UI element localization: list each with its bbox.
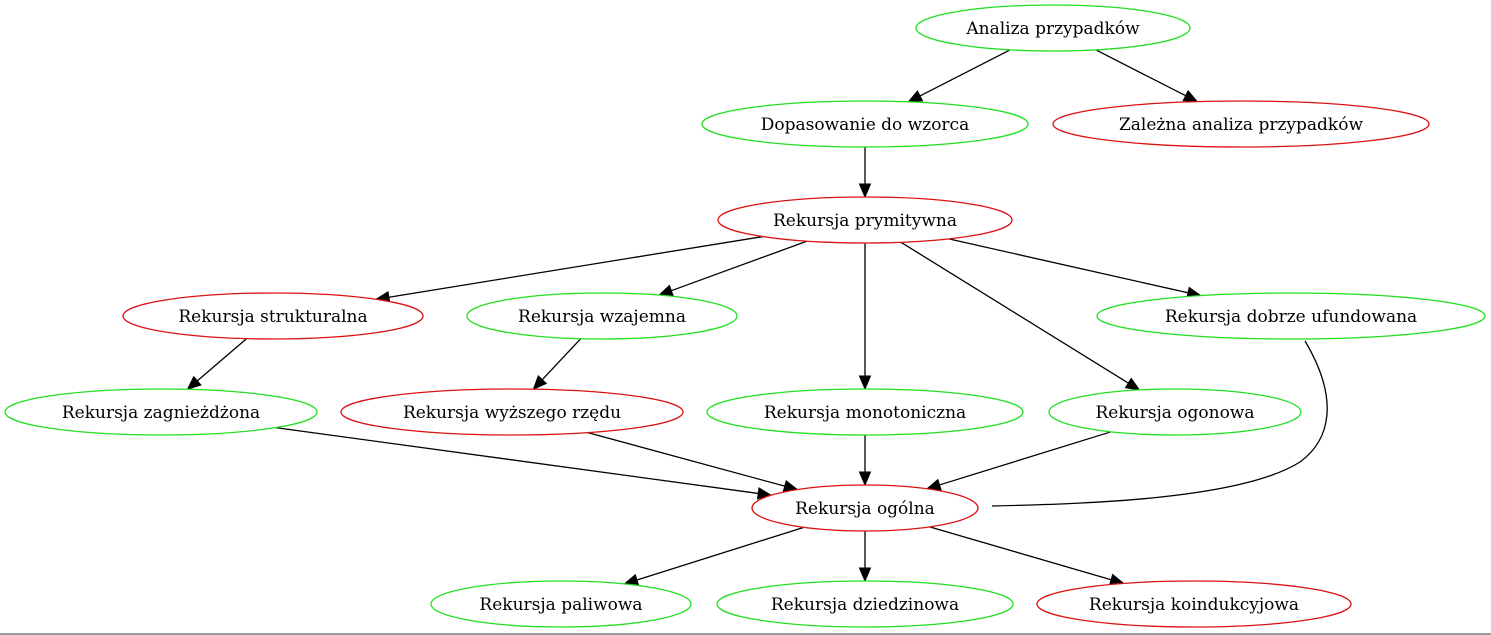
edge-prymitywna-to-wzajemna-arrowhead: [657, 284, 674, 297]
node-dobrze-ellipse: [1096, 292, 1486, 340]
edge-prymitywna-to-ogonowa-arrowhead: [1124, 377, 1141, 391]
node-strukturalna: Rekursja strukturalna: [122, 292, 424, 340]
node-ogonowa-label: Rekursja ogonowa: [1096, 403, 1255, 423]
edge-prymitywna-to-monotoniczna: [858, 243, 872, 391]
node-wyzszego-label: Rekursja wyższego rzędu: [403, 403, 621, 423]
node-dobrze: Rekursja dobrze ufundowana: [1096, 292, 1486, 340]
node-wzajemna: Rekursja wzajemna: [466, 292, 738, 340]
edge-prymitywna-to-wzajemna-line: [671, 240, 808, 292]
edge-strukturalna-to-zagniezdzona-arrowhead: [186, 375, 202, 391]
edge-prymitywna-to-strukturalna: [374, 235, 764, 304]
bottom-rule: [0, 633, 1491, 635]
edge-monotoniczna-to-ogolna: [858, 435, 872, 487]
edge-wzajemna-to-wyzszego-line: [541, 338, 582, 381]
node-dopasowanie-label: Dopasowanie do wzorca: [761, 115, 969, 135]
node-prymitywna-label: Rekursja prymitywna: [773, 211, 957, 231]
node-zagniezdzona: Rekursja zagnieżdżona: [4, 388, 318, 436]
edge-prymitywna-to-dobrze: [948, 238, 1202, 299]
node-analiza: Analiza przypadków: [915, 4, 1191, 52]
node-zagniezdzona-label: Rekursja zagnieżdżona: [62, 403, 260, 423]
edge-strukturalna-to-zagniezdzona-line: [196, 338, 248, 382]
node-zagniezdzona-ellipse: [4, 388, 318, 436]
node-ogolna-label: Rekursja ogólna: [795, 499, 935, 519]
edge-analiza-to-dopasowanie-arrowhead: [907, 90, 924, 103]
node-koindukcyjna-ellipse: [1036, 580, 1352, 628]
edge-zagniezdzona-to-ogolna: [275, 426, 773, 500]
edge-wyzszego-to-ogolna: [587, 431, 799, 493]
edge-wzajemna-to-wyzszego-arrowhead: [532, 375, 548, 391]
node-dziedzinowa-label: Rekursja dziedzinowa: [771, 595, 959, 615]
edge-analiza-to-dopasowanie: [907, 49, 1011, 103]
edge-ogolna-to-dziedzinowa: [858, 531, 872, 583]
node-ogonowa-ellipse: [1048, 388, 1302, 436]
node-analiza-label: Analiza przypadków: [965, 19, 1140, 39]
edge-dobrze-to-ogolna-line: [991, 340, 1328, 507]
edge-ogolna-to-dziedzinowa-arrowhead: [858, 567, 872, 583]
node-dziedzinowa: Rekursja dziedzinowa: [716, 580, 1014, 628]
edge-prymitywna-to-ogonowa: [900, 241, 1141, 391]
node-monotoniczna-ellipse: [706, 388, 1024, 436]
node-analiza-ellipse: [915, 4, 1191, 52]
edge-ogonowa-to-ogolna: [925, 431, 1112, 491]
node-dopasowanie-ellipse: [701, 100, 1029, 148]
edge-ogolna-to-koindukcyjna-line: [929, 526, 1112, 581]
edge-strukturalna-to-zagniezdzona: [186, 338, 248, 391]
node-paliwowa: Rekursja paliwowa: [430, 580, 692, 628]
node-monotoniczna: Rekursja monotoniczna: [706, 388, 1024, 436]
node-wyzszego-ellipse: [340, 388, 684, 436]
node-zalezna: Zależna analiza przypadków: [1052, 100, 1430, 148]
node-wzajemna-ellipse: [466, 292, 738, 340]
node-dziedzinowa-ellipse: [716, 580, 1014, 628]
edge-prymitywna-to-strukturalna-line: [388, 235, 764, 298]
edge-ogolna-to-paliwowa-line: [636, 526, 804, 581]
node-ogonowa: Rekursja ogonowa: [1048, 388, 1302, 436]
node-paliwowa-label: Rekursja paliwowa: [479, 595, 642, 615]
edge-dopasowanie-to-prymitywna-arrowhead: [858, 183, 872, 199]
edge-ogolna-to-koindukcyjna: [929, 526, 1125, 586]
edges-layer: [186, 49, 1328, 586]
node-zalezna-label: Zależna analiza przypadków: [1119, 115, 1363, 135]
node-dopasowanie: Dopasowanie do wzorca: [701, 100, 1029, 148]
edge-prymitywna-to-ogonowa-line: [900, 241, 1129, 384]
edge-analiza-to-dopasowanie-line: [919, 49, 1011, 97]
node-monotoniczna-label: Rekursja monotoniczna: [764, 403, 966, 423]
node-wyzszego: Rekursja wyższego rzędu: [340, 388, 684, 436]
edge-analiza-to-zalezna: [1095, 49, 1199, 103]
node-koindukcyjna-label: Rekursja koindukcyjowa: [1089, 595, 1299, 615]
edge-wyzszego-to-ogolna-line: [587, 431, 785, 487]
node-prymitywna-ellipse: [717, 196, 1013, 244]
edge-ogonowa-to-ogolna-line: [939, 431, 1112, 486]
edge-ogolna-to-paliwowa: [623, 526, 804, 586]
node-prymitywna: Rekursja prymitywna: [717, 196, 1013, 244]
node-zalezna-ellipse: [1052, 100, 1430, 148]
node-ogolna-ellipse: [751, 484, 979, 532]
node-dobrze-label: Rekursja dobrze ufundowana: [1165, 307, 1417, 327]
edge-wzajemna-to-wyzszego: [532, 338, 582, 391]
edge-dopasowanie-to-prymitywna: [858, 147, 872, 199]
node-wzajemna-label: Rekursja wzajemna: [518, 307, 686, 327]
edge-prymitywna-to-monotoniczna-arrowhead: [858, 375, 872, 391]
edge-monotoniczna-to-ogolna-arrowhead: [858, 471, 872, 487]
node-ogolna: Rekursja ogólna: [751, 484, 979, 532]
edge-analiza-to-zalezna-arrowhead: [1182, 89, 1199, 103]
edge-prymitywna-to-dobrze-line: [948, 238, 1189, 294]
node-strukturalna-ellipse: [122, 292, 424, 340]
node-koindukcyjna: Rekursja koindukcyjowa: [1036, 580, 1352, 628]
node-paliwowa-ellipse: [430, 580, 692, 628]
edge-zagniezdzona-to-ogolna-line: [275, 426, 759, 495]
edge-analiza-to-zalezna-line: [1095, 49, 1186, 97]
node-strukturalna-label: Rekursja strukturalna: [178, 307, 367, 327]
